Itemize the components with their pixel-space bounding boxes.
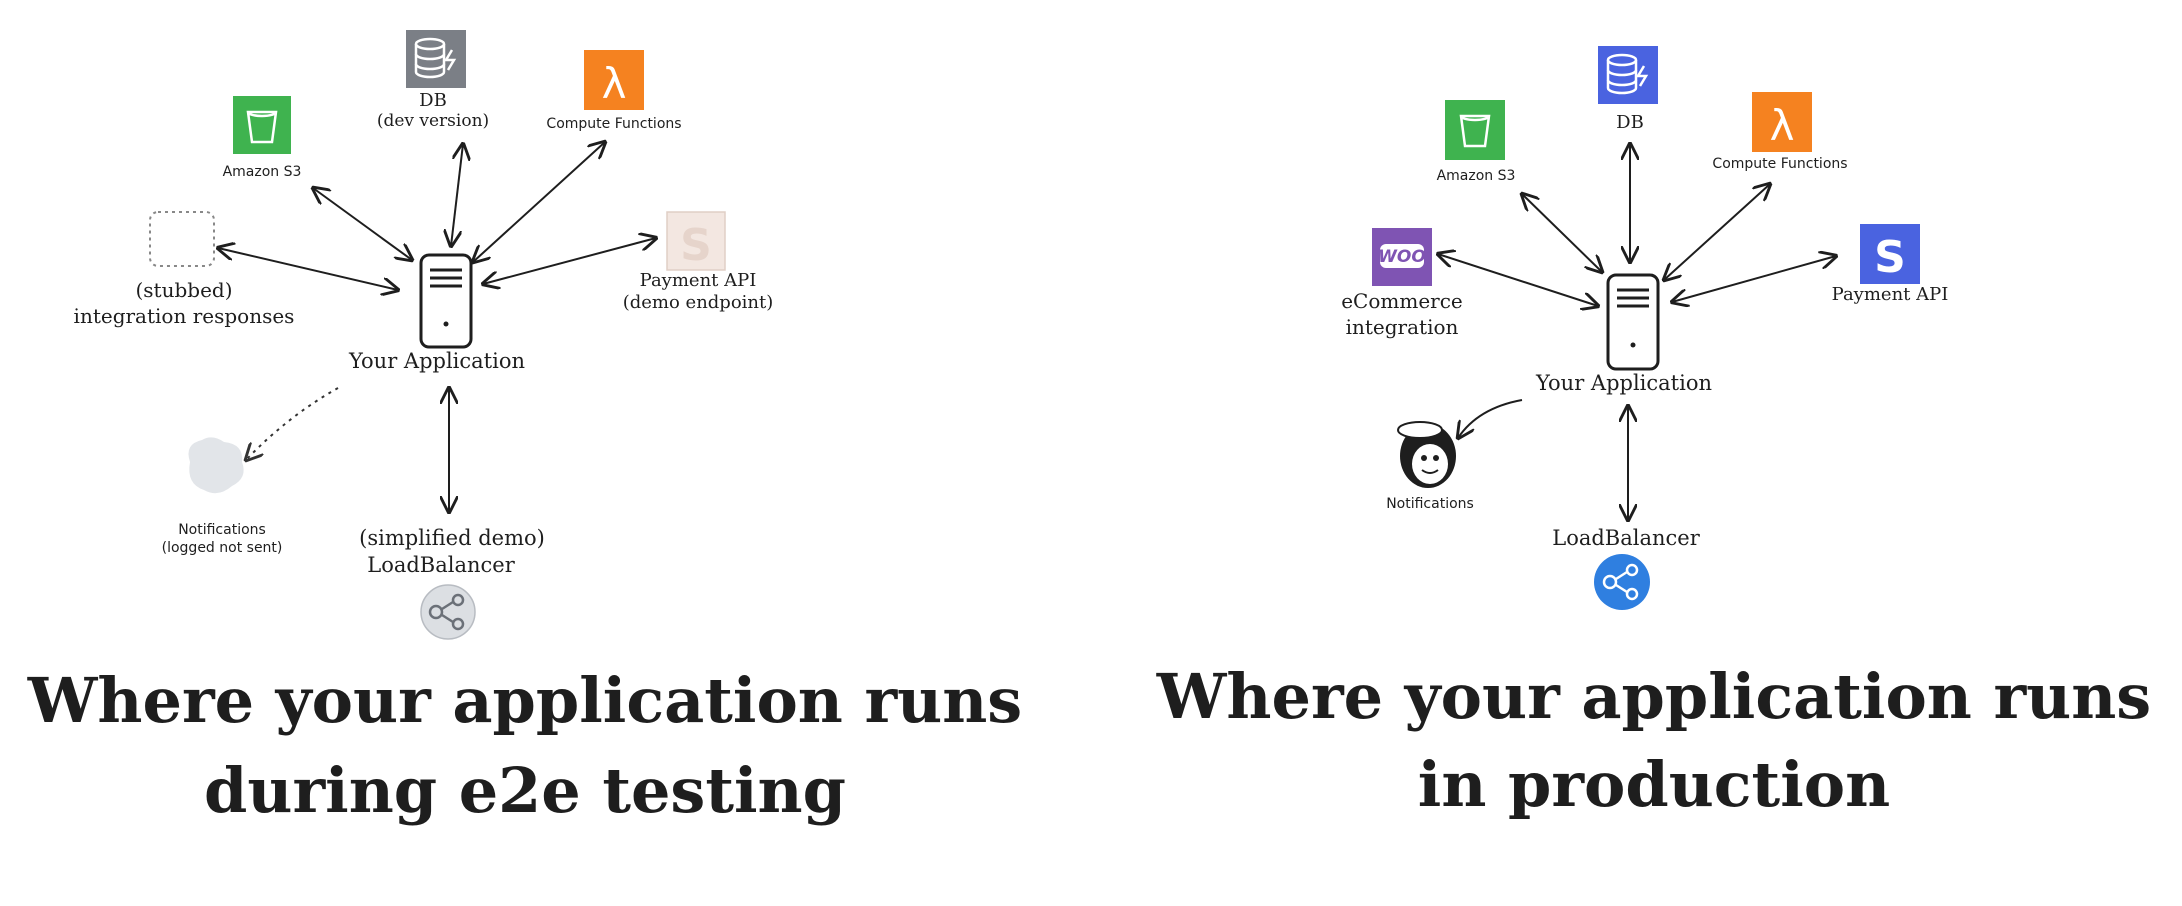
payment-label: Payment API xyxy=(640,270,757,291)
payment-label: Payment API xyxy=(1832,284,1949,305)
db-label: DB xyxy=(419,90,447,111)
notif-sublabel: (logged not sent) xyxy=(162,540,283,556)
app-label: Your Application xyxy=(348,349,525,373)
load-balancer-icon xyxy=(420,584,476,640)
notif-label: Notifications xyxy=(178,522,266,538)
left-title-line1: Where your application runs xyxy=(27,664,1022,737)
notification-icon xyxy=(188,437,244,494)
left-diagram: Amazon S3 DB (dev version) λ Compute Fun… xyxy=(27,30,1022,827)
right-title-line2: in production xyxy=(1418,748,1890,821)
placeholder-icon xyxy=(149,211,215,267)
db-label: DB xyxy=(1616,112,1644,133)
db-sublabel: (dev version) xyxy=(377,111,489,131)
right-arrows xyxy=(1438,144,1836,520)
db-node-right: DB xyxy=(1598,46,1658,133)
right-diagram: Amazon S3 DB λ Compute Functions WOO eCo… xyxy=(1156,46,2151,821)
s3-icon xyxy=(233,96,291,154)
stub-sublabel: integration responses xyxy=(74,304,295,328)
s3-label: Amazon S3 xyxy=(223,164,302,180)
right-title: Where your application runs in productio… xyxy=(1156,660,2151,821)
mailchimp-icon xyxy=(1397,421,1456,488)
stripe-letter: S xyxy=(1874,232,1906,283)
server-icon xyxy=(419,253,473,349)
lb-label: LoadBalancer xyxy=(1552,526,1700,550)
s3-icon xyxy=(1445,100,1505,160)
stripe-icon xyxy=(666,211,726,271)
s3-node-left: Amazon S3 xyxy=(223,96,302,180)
compute-label: Compute Functions xyxy=(1712,156,1847,172)
db-node-left: DB (dev version) xyxy=(377,30,489,131)
ecom-sublabel: integration xyxy=(1346,315,1459,339)
compute-node-left: λ Compute Functions xyxy=(546,50,682,132)
notif-node-right: Notifications xyxy=(1386,421,1474,512)
lb-label: LoadBalancer xyxy=(367,553,515,577)
stub-label: (stubbed) xyxy=(135,278,232,302)
lb-node-left: (simplified demo) LoadBalancer xyxy=(359,526,545,640)
s3-label: Amazon S3 xyxy=(1437,168,1516,184)
compute-node-right: λ Compute Functions xyxy=(1712,92,1848,172)
woo-text: WOO xyxy=(1378,247,1426,267)
app-node-left: Your Application xyxy=(348,253,525,373)
payment-sublabel: (demo endpoint) xyxy=(623,292,774,313)
ecom-label: eCommerce xyxy=(1341,289,1463,313)
lambda-icon xyxy=(584,50,644,110)
compute-label: Compute Functions xyxy=(546,116,681,132)
load-balancer-icon xyxy=(1594,554,1650,610)
lambda-glyph: λ xyxy=(1770,101,1795,150)
app-label: Your Application xyxy=(1535,371,1712,395)
left-title-line2: during e2e testing xyxy=(204,754,846,827)
server-icon xyxy=(1606,273,1660,371)
payment-node-right: S Payment API xyxy=(1832,224,1949,305)
lb-sublabel: (simplified demo) xyxy=(359,526,545,550)
svg-text:S: S xyxy=(680,220,712,271)
ecom-node-right: WOO eCommerce integration xyxy=(1341,228,1463,339)
lambda-icon xyxy=(1752,92,1812,152)
left-title: Where your application runs during e2e t… xyxy=(27,664,1022,827)
payment-node-left: S Payment API (demo endpoint) xyxy=(623,211,774,313)
stub-node-left: (stubbed) integration responses xyxy=(74,211,295,328)
right-title-line1: Where your application runs xyxy=(1156,660,2151,733)
lambda-glyph: λ xyxy=(602,59,627,108)
app-node-right: Your Application xyxy=(1535,273,1712,395)
lb-node-right: LoadBalancer xyxy=(1552,526,1701,610)
notif-node-left: Notifications (logged not sent) xyxy=(162,437,283,556)
notif-label: Notifications xyxy=(1386,496,1474,512)
left-arrows xyxy=(218,142,656,512)
s3-node-right: Amazon S3 xyxy=(1437,100,1516,184)
stripe-icon xyxy=(1860,224,1920,284)
